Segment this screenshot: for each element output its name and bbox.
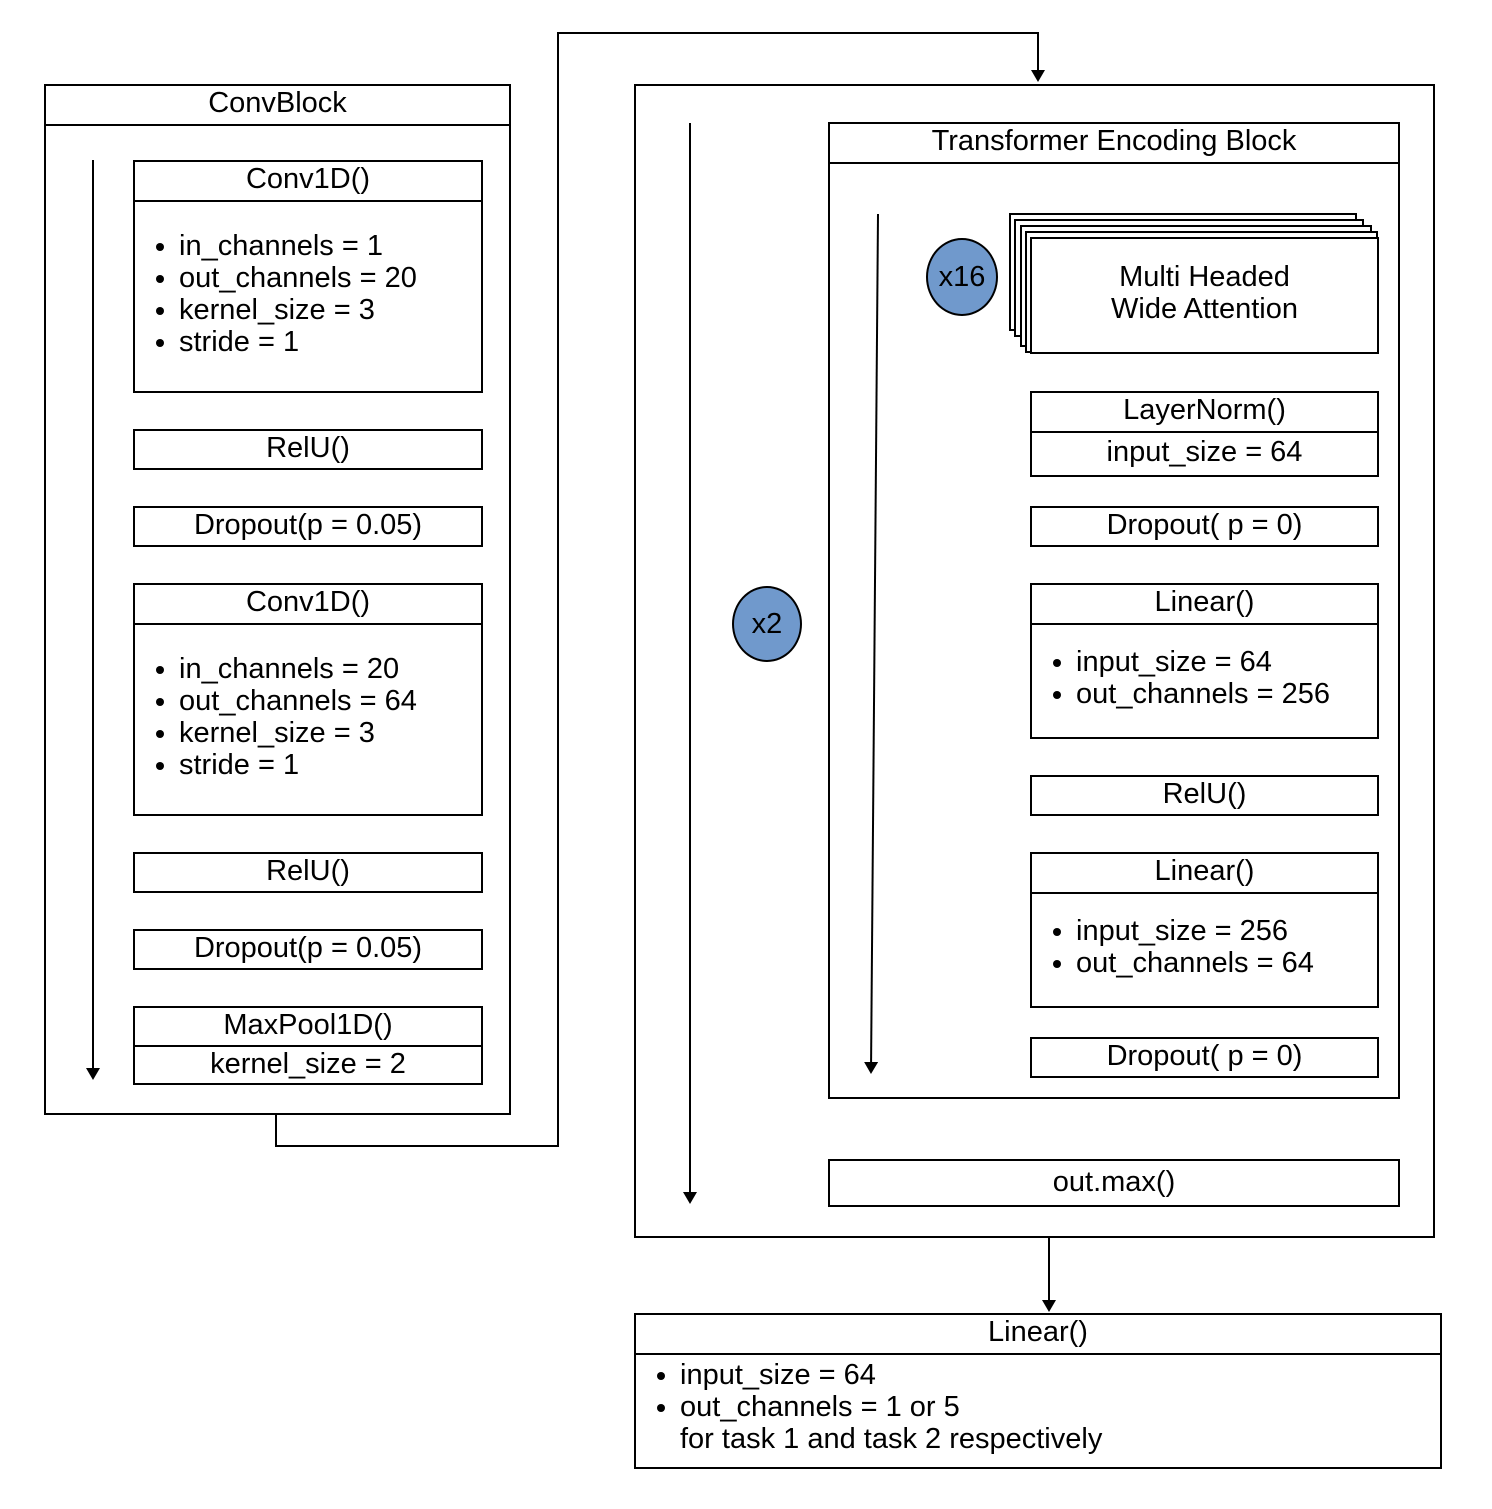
transformer-dropout-block-2: Dropout( p = 0) <box>1030 1037 1379 1078</box>
linear-block-1: Linear() input_size = 64 out_channels = … <box>1030 583 1379 739</box>
transformer-dropout-block-1: Dropout( p = 0) <box>1030 506 1379 547</box>
conv1d-params: in_channels = 20 out_channels = 64 kerne… <box>135 653 417 781</box>
param-item: in_channels = 1 <box>179 230 417 262</box>
layernorm-block: LayerNorm() input_size = 64 <box>1030 391 1379 477</box>
param-item: stride = 1 <box>179 326 417 358</box>
linear-title: Linear() <box>1032 854 1377 894</box>
param-item: out_channels = 64 <box>1076 947 1314 979</box>
attention-label: Multi Headed Wide Attention <box>1032 261 1377 325</box>
conv1d-block-2: Conv1D() in_channels = 20 out_channels =… <box>133 583 483 816</box>
attention-label-line2: Wide Attention <box>1111 293 1298 325</box>
param-item: stride = 1 <box>179 749 417 781</box>
layernorm-title: LayerNorm() <box>1032 393 1377 433</box>
final-linear-title: Linear() <box>636 1315 1440 1355</box>
convblock-to-encoder-connector <box>275 32 1045 1147</box>
relu-block-1: RelU() <box>133 429 483 470</box>
attention-label-line1: Multi Headed <box>1119 261 1290 293</box>
conv1d-title: Conv1D() <box>135 585 481 625</box>
conv1d-block-1: Conv1D() in_channels = 1 out_channels = … <box>133 160 483 393</box>
final-linear-block: Linear() input_size = 64 out_channels = … <box>634 1313 1442 1469</box>
dropout-block-1: Dropout(p = 0.05) <box>133 506 483 547</box>
linear-params: input_size = 256 out_channels = 64 <box>1032 915 1314 979</box>
param-item: kernel_size = 3 <box>179 717 417 749</box>
final-linear-note: for task 1 and task 2 respectively <box>680 1423 1103 1455</box>
final-linear-params: input_size = 64 out_channels = 1 or 5 <box>636 1359 960 1423</box>
transformer-block-title: Transformer Encoding Block <box>830 124 1398 164</box>
param-item: out_channels = 1 or 5 <box>680 1391 960 1423</box>
param-item: out_channels = 256 <box>1076 678 1330 710</box>
conv1d-params: in_channels = 1 out_channels = 20 kernel… <box>135 230 417 358</box>
out-max-block: out.max() <box>828 1159 1400 1207</box>
layernorm-param: input_size = 64 <box>1106 436 1303 468</box>
param-item: out_channels = 20 <box>179 262 417 294</box>
dropout-block-2: Dropout(p = 0.05) <box>133 929 483 970</box>
repeat-badge-x2: x2 <box>732 586 802 662</box>
param-item: in_channels = 20 <box>179 653 417 685</box>
multi-headed-wide-attention-block: Multi Headed Wide Attention <box>1030 237 1379 354</box>
param-item: input_size = 256 <box>1076 915 1314 947</box>
param-item: input_size = 64 <box>680 1359 960 1391</box>
conv1d-title: Conv1D() <box>135 162 481 202</box>
param-item: out_channels = 64 <box>179 685 417 717</box>
linear-title: Linear() <box>1032 585 1377 625</box>
linear-params: input_size = 64 out_channels = 256 <box>1032 646 1330 710</box>
relu-block-2: RelU() <box>133 852 483 893</box>
maxpool1d-title: MaxPool1D() <box>135 1008 481 1047</box>
transformer-relu-block: RelU() <box>1030 775 1379 816</box>
linear-block-2: Linear() input_size = 256 out_channels =… <box>1030 852 1379 1008</box>
convblock-title: ConvBlock <box>46 86 509 126</box>
maxpool1d-block: MaxPool1D() kernel_size = 2 <box>133 1006 483 1085</box>
param-item: kernel_size = 3 <box>179 294 417 326</box>
maxpool1d-param: kernel_size = 2 <box>210 1048 406 1080</box>
repeat-badge-x16: x16 <box>926 238 998 316</box>
param-item: input_size = 64 <box>1076 646 1330 678</box>
